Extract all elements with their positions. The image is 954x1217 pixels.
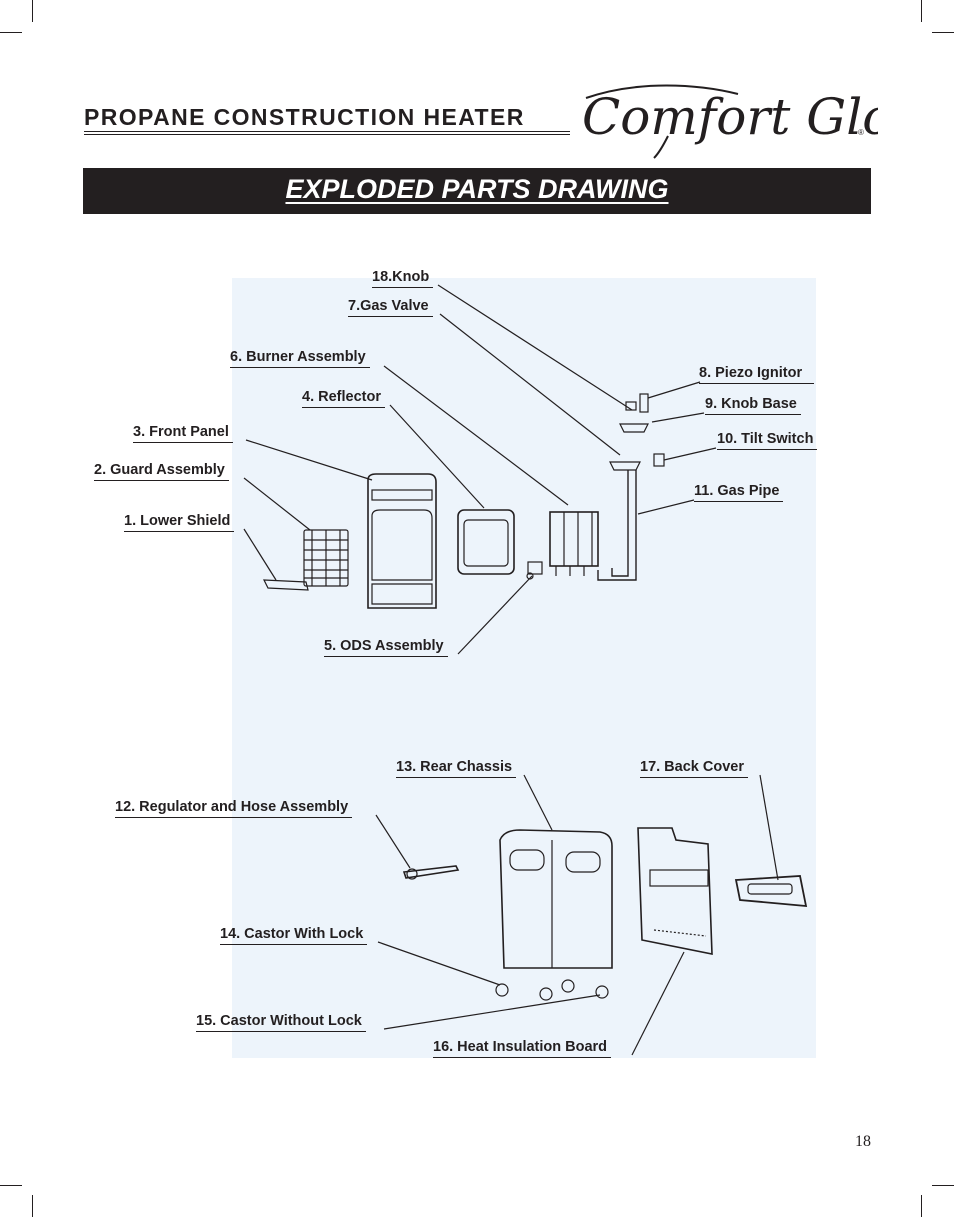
lower-shield (263, 579, 309, 591)
reflector (457, 509, 515, 575)
heat-insulation-board (637, 827, 713, 955)
page-number: 18 (855, 1133, 871, 1150)
leader-line (457, 575, 533, 655)
leader-line (375, 814, 411, 869)
crop-mark (932, 32, 954, 33)
guard-assembly (303, 529, 349, 587)
label-tilt-switch: 10. Tilt Switch (717, 431, 818, 450)
label-burner-assembly: 6. Burner Assembly (230, 349, 370, 368)
leader-line (637, 499, 695, 515)
label-guard-assembly: 2. Guard Assembly (94, 462, 229, 481)
leader-line (377, 941, 501, 986)
label-gas-valve: 7.Gas Valve (348, 298, 433, 317)
leader-line (389, 404, 485, 509)
title-rule (84, 131, 570, 132)
leader-line (383, 994, 601, 1030)
label-gas-pipe: 11. Gas Pipe (694, 483, 784, 502)
leader-line (243, 477, 311, 531)
leader-line (663, 447, 717, 461)
brand-logo: Comfort Glow (582, 84, 878, 159)
leader-line (439, 313, 621, 456)
rear-chassis (499, 829, 613, 969)
label-lower-shield: 1. Lower Shield (124, 513, 235, 532)
title-rule (84, 134, 570, 135)
page-title: PROPANE CONSTRUCTION HEATER (84, 104, 525, 130)
crop-mark (0, 32, 22, 33)
crop-mark (921, 1195, 922, 1217)
burner-assembly (549, 511, 599, 576)
label-reflector: 4. Reflector (302, 389, 385, 408)
registered-mark: ® (858, 128, 864, 137)
diagram-panel (232, 278, 816, 1058)
leader-line (245, 439, 373, 481)
section-banner: EXPLODED PARTS DRAWING (83, 168, 871, 214)
regulator-hose-assembly (402, 865, 460, 880)
crop-mark (32, 0, 33, 22)
label-regulator-hose: 12. Regulator and Hose Assembly (115, 799, 353, 818)
brand-logo-text: Comfort Glow (582, 88, 878, 146)
label-heat-insulation-board: 16. Heat Insulation Board (433, 1039, 612, 1058)
gas-valve-group (597, 393, 665, 581)
leader-line (631, 951, 685, 1056)
leader-line (523, 774, 553, 831)
crop-mark (921, 0, 922, 22)
crop-mark (0, 1185, 22, 1186)
leader-line (243, 528, 277, 581)
label-castor-with-lock: 14. Castor With Lock (220, 926, 368, 945)
crop-mark (932, 1185, 954, 1186)
label-back-cover: 17. Back Cover (640, 759, 748, 778)
label-knob: 18.Knob (372, 269, 434, 288)
leader-line (437, 284, 633, 411)
label-piezo-ignitor: 8. Piezo Ignitor (699, 365, 815, 384)
back-cover (734, 875, 808, 908)
leader-line (759, 774, 779, 881)
label-ods-assembly: 5. ODS Assembly (324, 638, 448, 657)
ods-assembly (526, 561, 543, 580)
section-title: EXPLODED PARTS DRAWING (285, 174, 669, 204)
front-panel (367, 473, 437, 609)
label-front-panel: 3. Front Panel (133, 424, 233, 443)
leader-line (383, 365, 569, 506)
leader-line (647, 381, 701, 399)
label-castor-without-lock: 15. Castor Without Lock (196, 1013, 366, 1032)
label-rear-chassis: 13. Rear Chassis (396, 759, 517, 778)
crop-mark (32, 1195, 33, 1217)
label-knob-base: 9. Knob Base (705, 396, 801, 415)
leader-line (651, 412, 705, 423)
castors (495, 979, 609, 1001)
